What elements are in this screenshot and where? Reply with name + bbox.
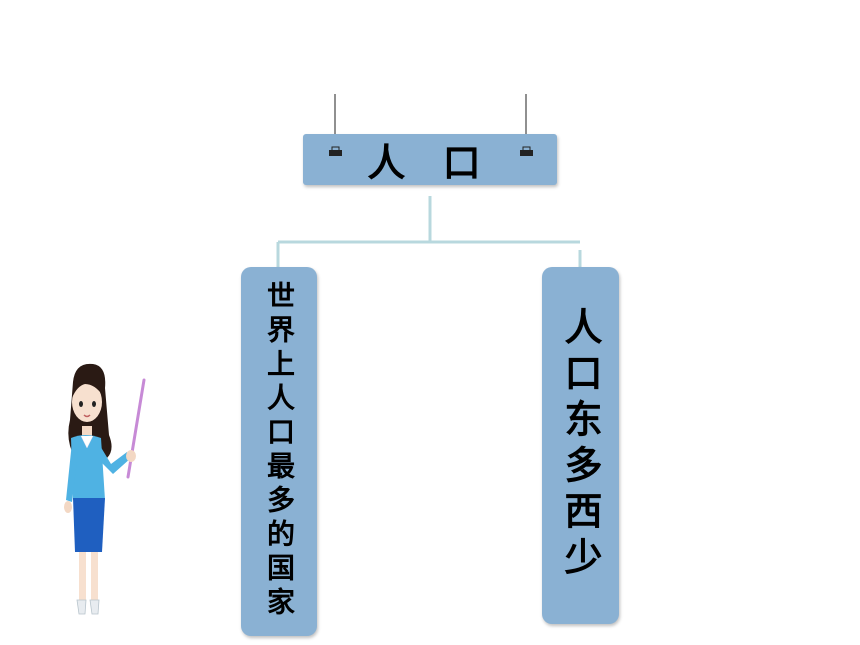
child-label: 世界上人口最多的国家 xyxy=(263,281,296,621)
root-node: 人 口 xyxy=(303,134,557,185)
child-node-population-distribution: 人口东多西少 xyxy=(542,267,619,624)
binder-clip-right-icon xyxy=(520,146,533,156)
binder-clip-left-icon xyxy=(329,146,342,156)
child-node-most-populous-country: 世界上人口最多的国家 xyxy=(241,267,317,636)
teacher-with-pointer-icon xyxy=(64,363,146,615)
child-label: 人口东多西少 xyxy=(558,307,602,583)
root-label: 人 口 xyxy=(367,141,493,185)
